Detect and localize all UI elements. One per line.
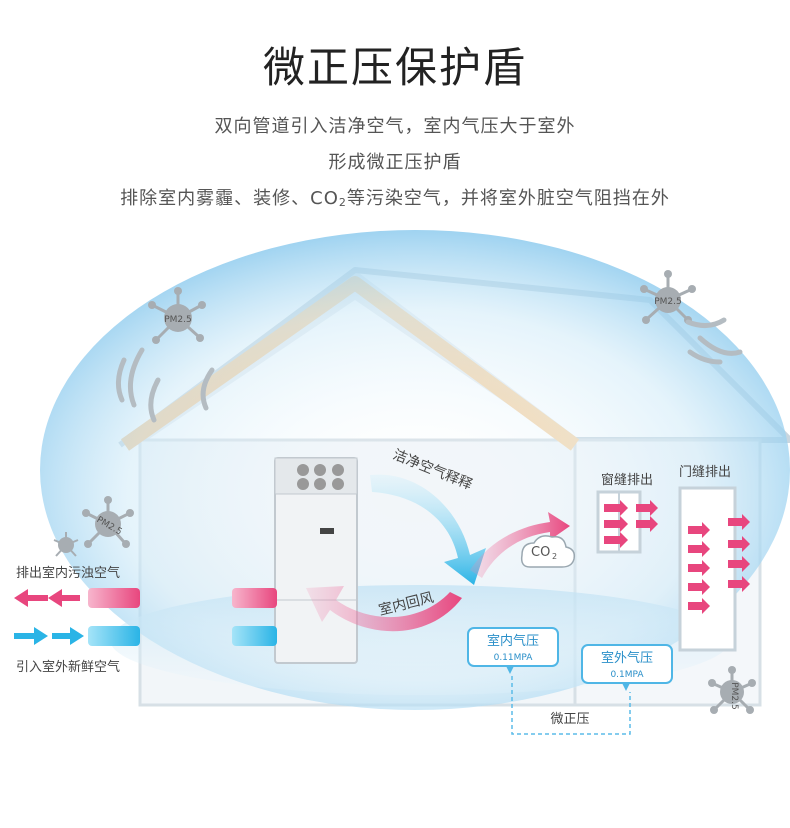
ventilation-unit: [274, 457, 358, 664]
to-window-arrow: [470, 512, 570, 578]
window: [596, 490, 658, 554]
pm25-label-2: PM2.5: [654, 297, 682, 307]
page-title: 微正压保护盾: [262, 43, 527, 92]
exhaust-arrows: [14, 589, 80, 607]
protective-dome: [40, 230, 790, 710]
pm25-label-5: PM2.5: [729, 682, 739, 710]
subtitle-line-1: 双向管道引入洁净空气，室内气压大于室外: [214, 116, 576, 137]
clean-air-flow-arrow: [370, 474, 486, 585]
subtitle-line-3-part1: 排除室内雾霾、装修、CO: [120, 188, 339, 209]
co2-sub: 2: [552, 552, 557, 561]
intake-duct-right: [232, 626, 277, 646]
outdoor-pressure-badge: [581, 644, 673, 691]
subtitle-line-3-sub: 2: [338, 196, 347, 209]
pm25-virus-icon-5: [708, 666, 756, 714]
wind-streaks-left: [116, 347, 215, 423]
co2-label: CO: [531, 545, 550, 560]
pm25-virus-icon-1: [148, 287, 206, 344]
indoor-pressure-value: 0.11MPA: [494, 653, 534, 663]
return-air-flow-arrow: [306, 586, 462, 632]
pm25-label-1: PM2.5: [164, 315, 192, 325]
indoor-pressure-label: 室内气压: [487, 633, 539, 649]
pressure-connector: [511, 676, 631, 735]
door-exhaust-label: 门缝排出: [679, 465, 731, 480]
intake-arrows: [14, 627, 84, 645]
outdoor-pressure-value: 0.1MPA: [610, 670, 644, 680]
wind-streaks-right: [685, 317, 743, 365]
subtitle-line-3-part2: 等污染空气，并将室外脏空气阻挡在外: [346, 188, 670, 209]
pm25-virus-icon-4: [53, 532, 79, 557]
exhaust-duct-left: [88, 588, 140, 608]
co2-cloud: [520, 535, 576, 568]
intake-duct-left: [88, 626, 140, 646]
subtitle-line-3: 排除室内雾霾、装修、CO2等污染空气，并将室外脏空气阻挡在外: [0, 184, 790, 210]
exhaust-duct-right: [232, 588, 277, 608]
door: [678, 486, 750, 652]
subtitle-line-2: 形成微正压护盾: [328, 152, 462, 173]
window-exhaust-label: 窗缝排出: [601, 472, 653, 488]
exhaust-dirty-air-label: 排出室内污浊空气: [16, 565, 120, 581]
ground-ellipse: [110, 585, 730, 695]
intake-fresh-air-label: 引入室外新鲜空气: [16, 659, 120, 675]
micro-pressure-label: 微正压: [550, 712, 589, 727]
outdoor-pressure-label: 室外气压: [601, 650, 653, 666]
pm25-virus-icon-3: [82, 496, 134, 548]
indoor-pressure-badge: [467, 627, 559, 674]
